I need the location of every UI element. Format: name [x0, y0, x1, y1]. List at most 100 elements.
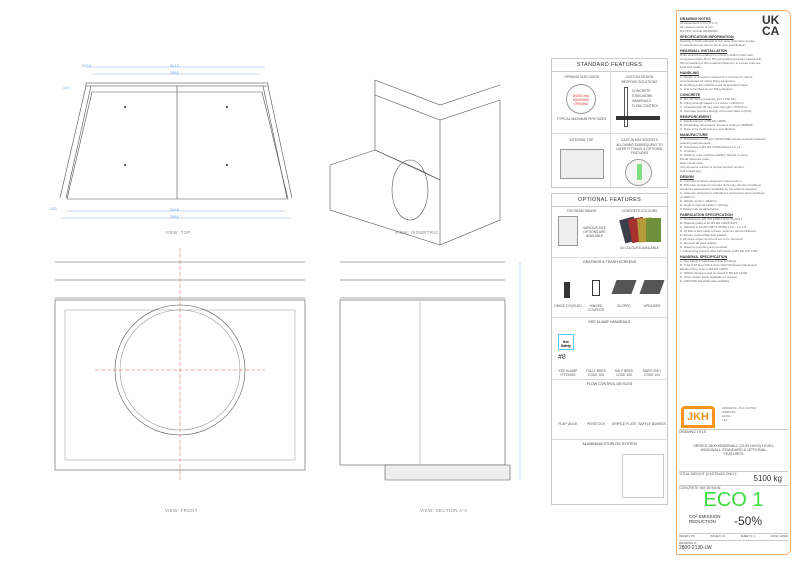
notes-line: All dimensions in mm U.O.S. [680, 21, 719, 25]
dim-label: 100 [63, 86, 70, 90]
opening-circle-text: Ø1500 mm MAXIMUM OPENING [572, 94, 590, 106]
notes-line: I. Galvanising process after fabrication… [680, 249, 759, 253]
notes-heading: DESIGN [680, 175, 694, 179]
opening-size-note: TYPICAL MAXIMUM PIPE SIZES [556, 117, 607, 121]
notes-line: Units should be bedded on minimum 150mm … [680, 53, 762, 69]
date: DATE: 12/024 [770, 534, 788, 538]
notes-heading: HANDRAIL SPECIFICATION [680, 255, 728, 259]
notes-line: C. Unit to be lifted as per lifting diag… [680, 87, 734, 91]
view-section-label: VIEW: SECTION A-A [420, 508, 468, 513]
flow-item: BAFFLE BOARDS [638, 422, 666, 426]
notes-line: A. Manufacture to BS EN 15258:2008 preca… [680, 137, 766, 145]
dim-label: 3880 [170, 215, 179, 219]
notes-line: Date mould code. [680, 161, 704, 165]
gratings-title: GRATINGS & TRASH SCREENS [582, 260, 637, 264]
notes-line: D. Weight of soil = 19kN/m³. [680, 199, 718, 203]
handrail-item: HALF BRED CODE 100 [614, 369, 634, 377]
sockets-title: CAST-IN M16 SOCKETS [620, 138, 658, 142]
flow-section: FLOW CONTROL DEVICES [552, 379, 667, 386]
address-line: TEL: [722, 418, 729, 422]
kee-safety-text: Kee Safety [561, 340, 571, 348]
notes-line: B. Scheduling, dimensions, bends & cutti… [680, 123, 754, 127]
notes-line: B. All lifting points shall be used as s… [680, 83, 749, 87]
notes-line: D. Concrete provides Design Chemical Cla… [680, 109, 753, 113]
custom-item: FLOW CONTROL [632, 104, 659, 108]
dim-label: 2880 [170, 71, 179, 75]
notes-line: D. Other design loads available on reque… [680, 275, 738, 279]
grating-icon [592, 280, 600, 296]
notes-line: A. Weight of concrete is based on 2.4 to… [680, 75, 753, 83]
section-view [339, 261, 521, 481]
address-line: EMAIL: [722, 414, 732, 418]
notes-line: C. Characteristic 28 day cube strength =… [680, 105, 748, 109]
flow-title: FLOW CONTROL DEVICES [586, 382, 633, 386]
notes-line: D. All fillet & butt welds to have minim… [680, 229, 757, 233]
flow-item: PENSTOCK [586, 422, 606, 426]
notes-line: A. Mix 40° Self compacting 2C4 / C50 Mix… [680, 97, 737, 101]
notes-line: A. Concrete structure designed to Euroco… [680, 179, 742, 183]
notes-heading: REINFORCEMENT [680, 115, 712, 119]
notes-heading: CONCRETE [680, 93, 701, 97]
notes-line: C. Units are designed to withstand a ver… [680, 191, 765, 199]
opening-circle: Ø1500 mm MAXIMUM OPENING [566, 84, 596, 114]
kee-safety-logo: Kee Safety [558, 334, 574, 350]
handrails-title: KEE KLAMP HANDRAILS [588, 320, 631, 324]
notes-heading: HANDLING [680, 71, 699, 75]
colours-note: 16 COLOURS AVAILABLE [620, 246, 659, 250]
grating-item: HINGE COUPLED [554, 304, 582, 308]
notes-line: E. Angle of internal friction = 30 Deg. [680, 203, 729, 207]
notes-heading: SPECIFICATION INFORMATION [680, 35, 734, 39]
eco-logo: ECO 1 [703, 489, 764, 511]
sockets-note: ALLOWING SUBSEQUENT TO LATER FITTINGS & … [615, 143, 664, 155]
grating-item: SLOPED [617, 304, 631, 308]
toe-beam-note: VARIOUS SIZE OPTIONS ARE AVAILABLE [583, 226, 606, 238]
notes-line: E. GRP/FRP Handrails also available. [680, 279, 731, 283]
front-view [54, 248, 306, 480]
toe-beam-title: TOE BEAM RANGE [566, 209, 597, 213]
ukca-mark: UK CA [762, 13, 780, 38]
weight-value: 5100 kg [753, 474, 782, 483]
co2-label: CO² EMISSION REDUCTION [689, 514, 721, 524]
custom-item: HANDRAILS [632, 99, 651, 103]
custom-item: STEELWORK [632, 94, 653, 98]
sheet: SHEET #: 1 [740, 534, 756, 538]
drawn-by: DRAWN: PN [679, 534, 695, 538]
notes-line: A. Manufacture: EN ISO 1090-2 EXC CLASS … [680, 217, 743, 221]
notes-line: D. Marking; units shall be indelibly mar… [680, 153, 749, 157]
notes-line: C. Handrail to be BS 1387/1 PMRA 1.1/k -… [680, 225, 746, 229]
drawing-no: 2800-2130-LW [679, 545, 712, 551]
co2-value: -50% [734, 514, 763, 528]
notes-line: C. Dope to be treated as per specificati… [680, 127, 737, 131]
custom-item: CONCRETE [632, 89, 651, 93]
custom-design-title: CUSTOM DESIGN [625, 75, 654, 79]
notes-line: A. Reinforcement to BS EN 10080. [680, 119, 727, 123]
drawing-title-label: DRAWING TITLE: [679, 430, 708, 434]
notes-line: F. Design Life as table below. [680, 207, 719, 211]
notes-line: B. Lifting strength based on 2 cubes = 2… [680, 101, 745, 105]
dim-label: 3015 [170, 64, 179, 68]
notes-line: B. JKH have designed concrete units only… [680, 183, 761, 191]
handrail-item: KEE KLAMP FITTINGS [558, 369, 578, 377]
notes-line: All measurements at mm. [680, 25, 715, 29]
notes-heading: DRAWING NOTES [680, 17, 711, 21]
flow-item: ORIFICE PLATE [611, 422, 637, 426]
standard-features-title: STANDARD FEATURES [552, 59, 667, 72]
notes-line: A. Kee Klamp® Galvanised Size 8 Fittings… [680, 259, 737, 263]
standard-features-panel: STANDARD FEATURES OPENING SIZE GUIDE Ø15… [551, 58, 668, 189]
dim-label: 100 [50, 207, 57, 211]
drawing-title: SERIES 2800 HEADWALL (2130 HIGH) LEVEL W… [693, 444, 774, 456]
notes-line: Mould reference code. [680, 157, 710, 161]
handrail-item: FULLY BRED CODE 100 [585, 369, 607, 377]
grating-item: UPRAISED [643, 304, 661, 308]
notes-line: H. Holes by punching are permitted. [680, 245, 728, 249]
notes-line: Unit weight (kg). [680, 169, 702, 173]
notes-line: C. 260N/m Design Load as stated in BS EN… [680, 271, 749, 275]
toe-beam-diagram [558, 216, 578, 246]
dim-label: 3015 [82, 64, 91, 68]
ruler-icon [624, 87, 628, 127]
address-line: ADDRESS: JKH LIMITED [722, 406, 757, 410]
stoplog-title: ALUMINIUM STOPLOG SYSTEM [582, 442, 637, 446]
